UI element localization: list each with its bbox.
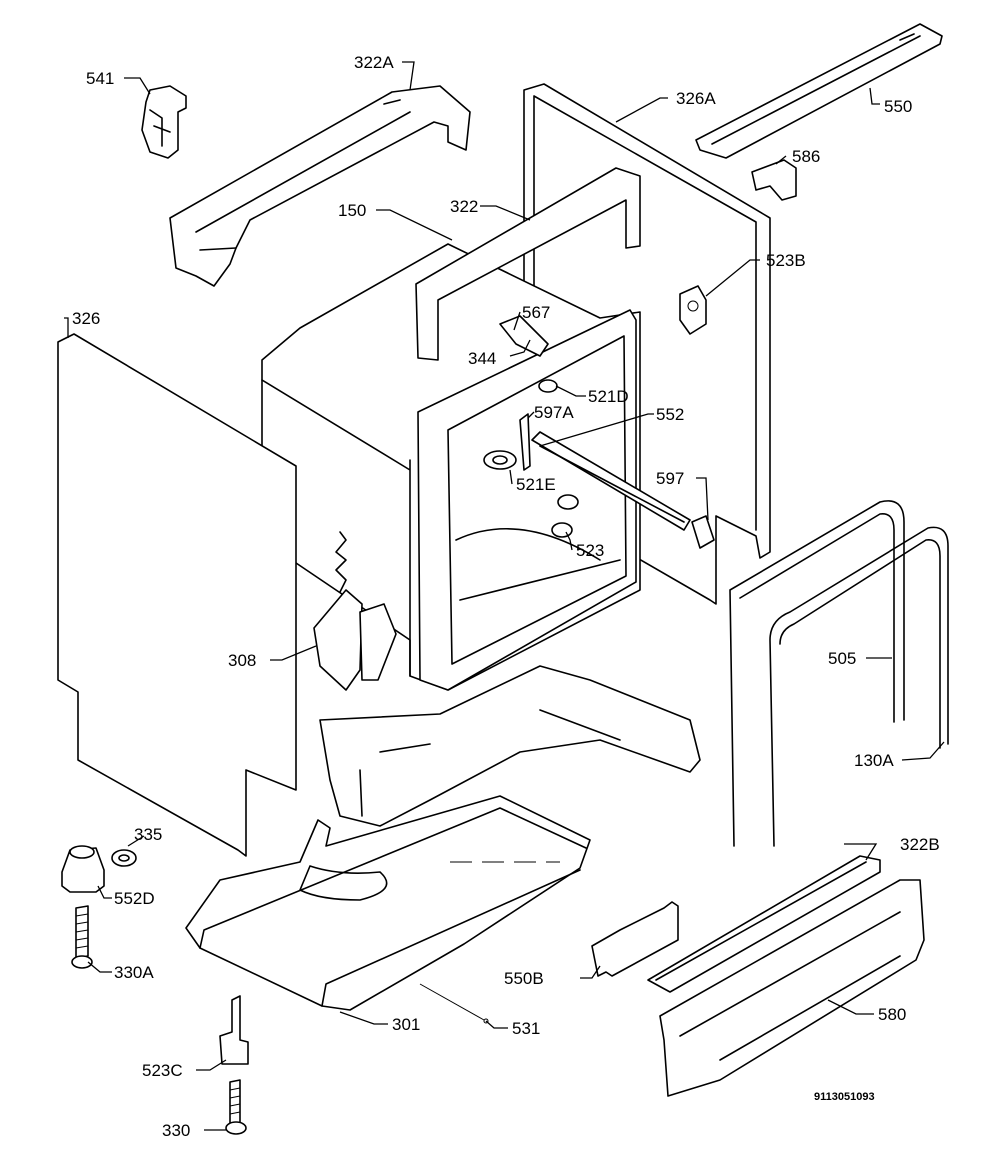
label-550: 550 xyxy=(884,97,912,116)
part-567-344-clip xyxy=(499,315,549,357)
label-521d: 521D xyxy=(588,387,629,406)
label-552d: 552D xyxy=(114,889,155,908)
part-597-clip xyxy=(691,515,715,549)
part-326-side-panel xyxy=(57,333,297,857)
label-580: 580 xyxy=(878,1005,906,1024)
part-505-seal xyxy=(729,500,905,847)
label-326: 326 xyxy=(72,309,100,328)
part-523c-hinge xyxy=(219,995,249,1065)
part-330a-screw xyxy=(71,905,93,969)
label-301: 301 xyxy=(392,1015,420,1034)
part-335-nut xyxy=(111,849,137,867)
label-150: 150 xyxy=(338,201,366,220)
label-335: 335 xyxy=(134,825,162,844)
part-541-clip xyxy=(141,85,187,159)
part-330-screw xyxy=(225,1079,247,1135)
part-150-tub xyxy=(261,243,641,691)
label-322: 322 xyxy=(450,197,478,216)
part-552d-valve xyxy=(61,845,105,893)
part-521d-cap xyxy=(538,379,558,393)
label-521e: 521E xyxy=(516,475,556,494)
part-308-hinge xyxy=(313,531,397,691)
label-523c: 523C xyxy=(142,1061,183,1080)
label-567: 567 xyxy=(522,303,550,322)
label-531: 531 xyxy=(512,1019,540,1038)
part-580-plinth xyxy=(659,879,925,1097)
label-523: 523 xyxy=(576,541,604,560)
label-597a: 597A xyxy=(534,403,574,422)
label-322b: 322B xyxy=(900,835,940,854)
label-344: 344 xyxy=(468,349,496,368)
part-586-bracket xyxy=(751,159,797,201)
part-322-frame xyxy=(415,167,641,361)
part-322b-rail xyxy=(647,855,881,993)
label-550b: 550B xyxy=(504,969,544,988)
part-base-frame xyxy=(319,665,701,827)
label-597: 597 xyxy=(656,469,684,488)
part-301-base-pan xyxy=(185,795,591,1011)
part-labels: 541 322A 326A 550 586 150 322 523B 326 5… xyxy=(72,53,940,1140)
part-523b-mount xyxy=(679,285,707,335)
label-523b: 523B xyxy=(766,251,806,270)
label-505: 505 xyxy=(828,649,856,668)
part-130a-gasket xyxy=(769,526,949,847)
label-130a: 130A xyxy=(854,751,894,770)
part-552-rail xyxy=(531,431,691,531)
label-552: 552 xyxy=(656,405,684,424)
label-586: 586 xyxy=(792,147,820,166)
label-326a: 326A xyxy=(676,89,716,108)
part-597a-pin xyxy=(519,413,531,471)
label-308: 308 xyxy=(228,651,256,670)
label-322a: 322A xyxy=(354,53,394,72)
part-322a-rail xyxy=(169,85,471,287)
part-531-rod xyxy=(419,983,489,1024)
drawing-number: 9113051093 xyxy=(814,1091,875,1103)
label-330: 330 xyxy=(162,1121,190,1140)
part-550-top-bar xyxy=(695,23,943,159)
label-330a: 330A xyxy=(114,963,154,982)
leader-lines xyxy=(64,61,945,1131)
part-521e-ring xyxy=(483,450,517,470)
label-541: 541 xyxy=(86,69,114,88)
part-550b-bracket xyxy=(591,901,679,977)
